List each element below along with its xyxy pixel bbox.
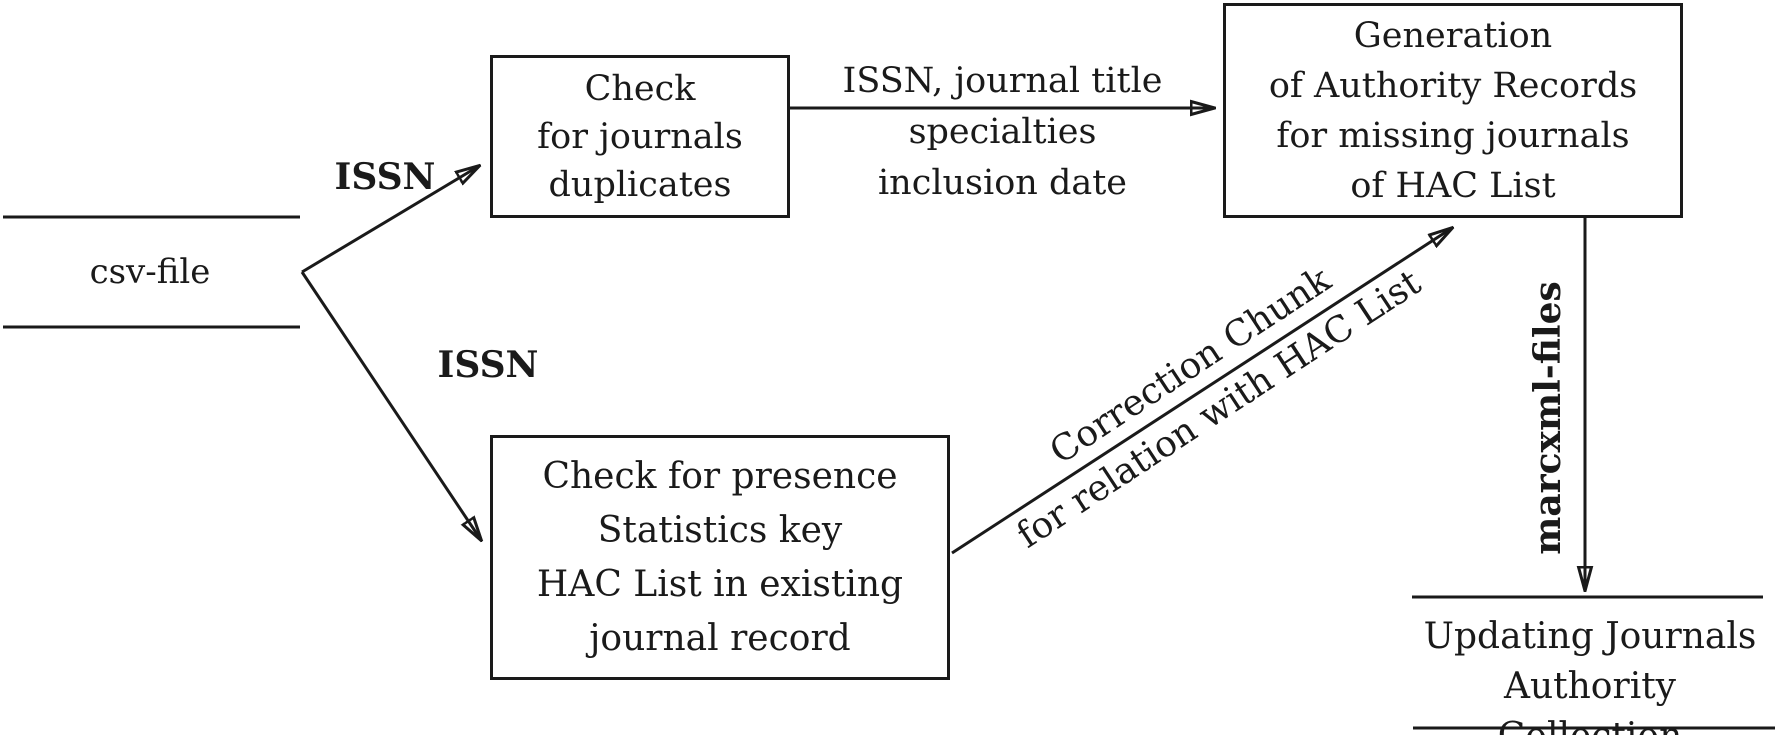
edge-label-marcxml-files: marcxml-files — [1527, 281, 1569, 555]
node-updating-journals: Updating Journals Authority Collection — [1423, 616, 1757, 735]
edge-label-issn-journal-title: ISSN, journal title specialties inclusio… — [842, 61, 1163, 203]
edge-label-issn-bottom: ISSN — [437, 344, 539, 386]
arrow-presence-to-generation — [951, 228, 1452, 555]
arrow-csv-to-presence — [300, 271, 481, 540]
arrow-csv-to-duplicates — [301, 166, 479, 274]
node-check-duplicates: Check for journals duplicates — [490, 55, 790, 218]
csv-file-node: csv-file — [89, 252, 211, 292]
node-check-presence: Check for presence Statistics key HAC Li… — [490, 435, 950, 680]
edge-label-issn-top: ISSN — [334, 156, 436, 198]
node-generation-authority-records: Generation of Authority Records for miss… — [1223, 3, 1683, 218]
